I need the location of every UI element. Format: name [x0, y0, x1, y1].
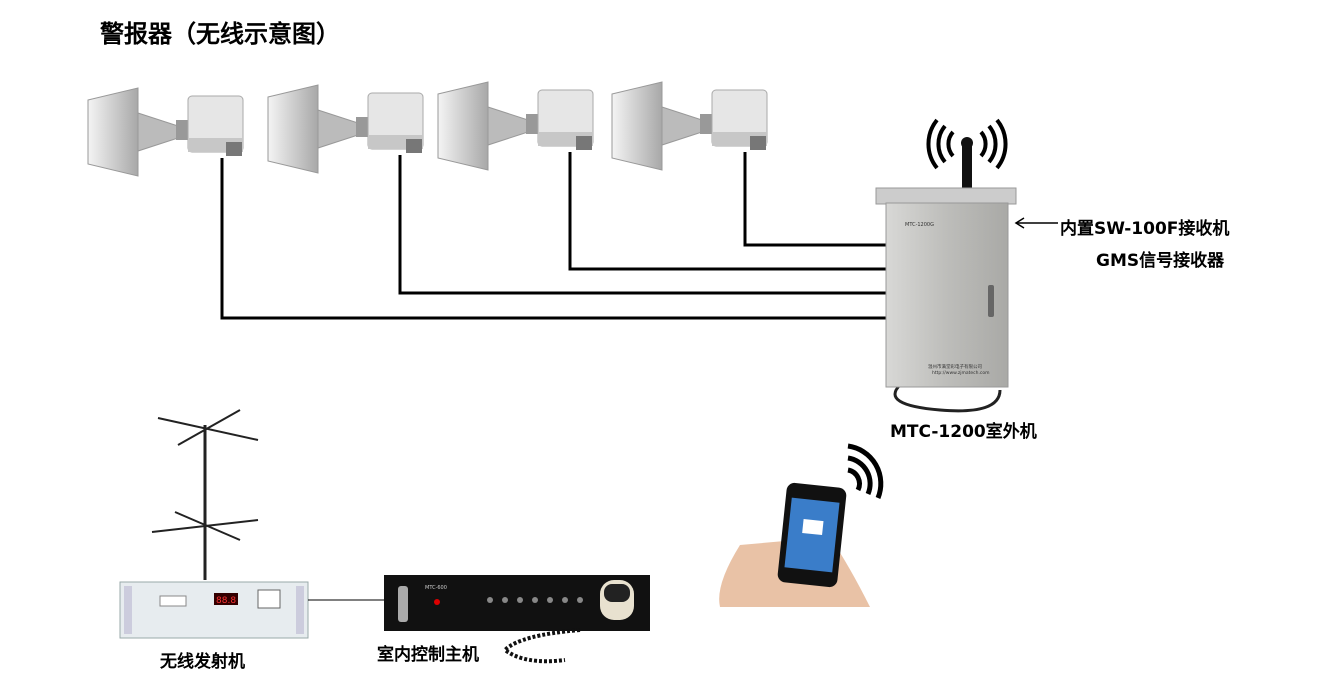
svg-text:MTC-600: MTC-600	[425, 585, 447, 591]
mobile-phone	[719, 482, 870, 607]
gsm-receiver-label: GMS信号接收器	[1096, 251, 1225, 271]
controller-label: 室内控制主机	[377, 645, 479, 665]
outdoor-unit-label: MTC-1200室外机	[890, 422, 1037, 442]
receiver-label: 内置SW-100F接收机	[1060, 219, 1230, 239]
yagi-antenna-icon	[151, 409, 259, 580]
arrow-icon	[1014, 217, 1058, 229]
speaker-wires	[220, 152, 888, 320]
svg-text:温州市满堂彩电子有限公司: 温州市满堂彩电子有限公司	[928, 363, 982, 370]
transmitter-label: 无线发射机	[160, 652, 245, 672]
svg-text:MTC-1200G: MTC-1200G	[905, 222, 934, 228]
signal-waves-icon	[847, 443, 884, 499]
gsm-antenna-icon	[926, 118, 1008, 192]
outdoor-cabinet: MTC-1200G 温州市满堂彩电子有限公司 http://www.zjmate…	[875, 187, 1017, 413]
wireless-transmitter: 88.8	[119, 581, 309, 639]
svg-text:http://www.zjmatech.com: http://www.zjmatech.com	[932, 370, 990, 376]
svg-text:88.8: 88.8	[216, 596, 236, 606]
horn-speaker-1	[87, 87, 244, 177]
indoor-controller: MTC-600	[384, 575, 650, 664]
diagram-title: 警报器（无线示意图）	[100, 20, 340, 48]
